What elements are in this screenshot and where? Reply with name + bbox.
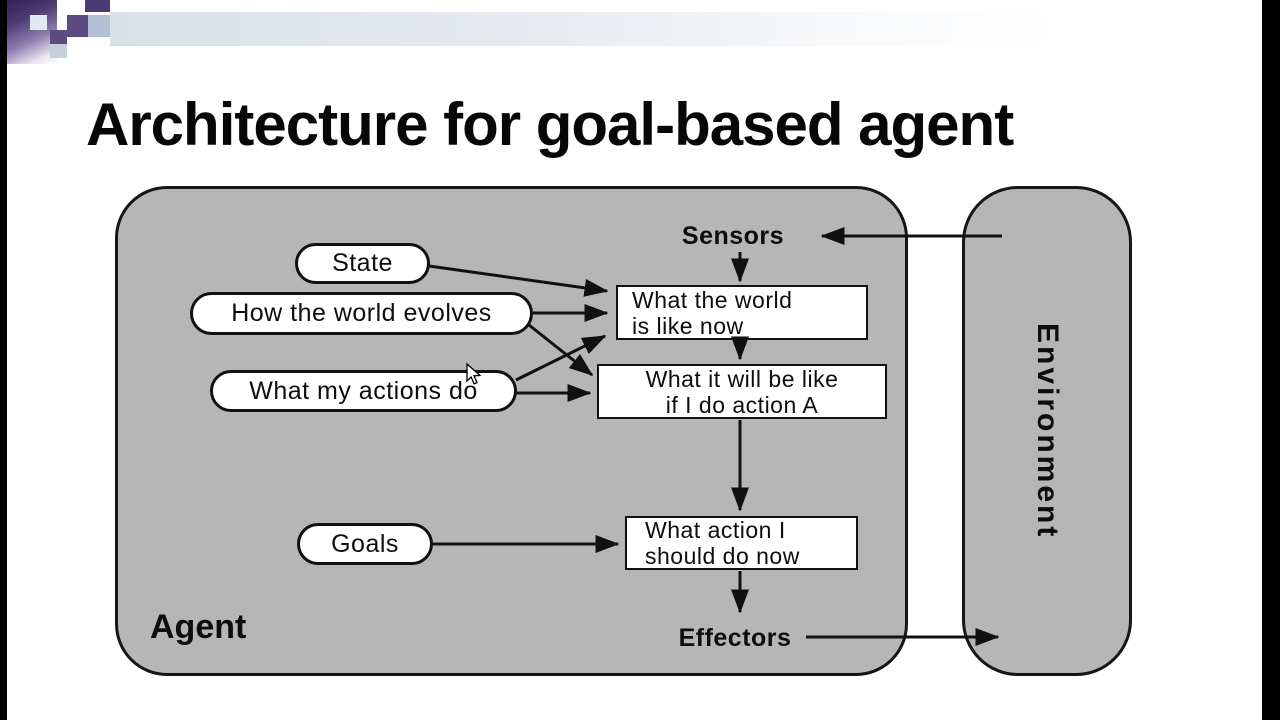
- slide-title: Architecture for goal-based agent: [86, 91, 1014, 158]
- node-world-if-action-line1: What it will be like: [645, 365, 839, 392]
- node-what-actions-do: What my actions do: [210, 370, 517, 412]
- node-how-world-evolves: How the world evolves: [190, 292, 533, 335]
- node-goals: Goals: [297, 523, 433, 565]
- header-purple-bar: [7, 0, 57, 64]
- sensors-label: Sensors: [681, 222, 785, 250]
- deco-square: [85, 0, 110, 12]
- node-state-label: State: [332, 249, 393, 277]
- agent-label: Agent: [150, 608, 247, 646]
- deco-square: [50, 44, 67, 58]
- node-action-now: What action I should do now: [625, 516, 858, 570]
- node-state: State: [295, 243, 430, 284]
- node-world-now-line2: is like now: [632, 312, 744, 339]
- node-world-now-line1: What the world: [632, 286, 793, 313]
- node-world-now: What the world is like now: [616, 285, 868, 340]
- node-action-now-line1: What action I: [645, 517, 786, 543]
- effectors-label: Effectors: [678, 624, 792, 652]
- deco-square: [50, 30, 67, 44]
- node-what-actions-do-label: What my actions do: [249, 376, 478, 405]
- environment-label: Environment: [1031, 322, 1064, 540]
- header-gradient-band: [110, 12, 1060, 46]
- left-frame-bar: [0, 0, 7, 720]
- deco-square: [30, 15, 47, 30]
- right-frame-bar: [1262, 0, 1280, 720]
- deco-square: [88, 15, 110, 37]
- node-world-if-action-line2: if I do action A: [665, 391, 819, 418]
- environment-container: Environment: [962, 186, 1132, 676]
- node-how-world-evolves-label: How the world evolves: [231, 299, 492, 327]
- agent-container: [115, 186, 908, 676]
- deco-square: [67, 15, 88, 37]
- node-world-if-action: What it will be like if I do action A: [597, 364, 887, 419]
- node-goals-label: Goals: [331, 529, 399, 558]
- node-action-now-line2: should do now: [645, 543, 800, 569]
